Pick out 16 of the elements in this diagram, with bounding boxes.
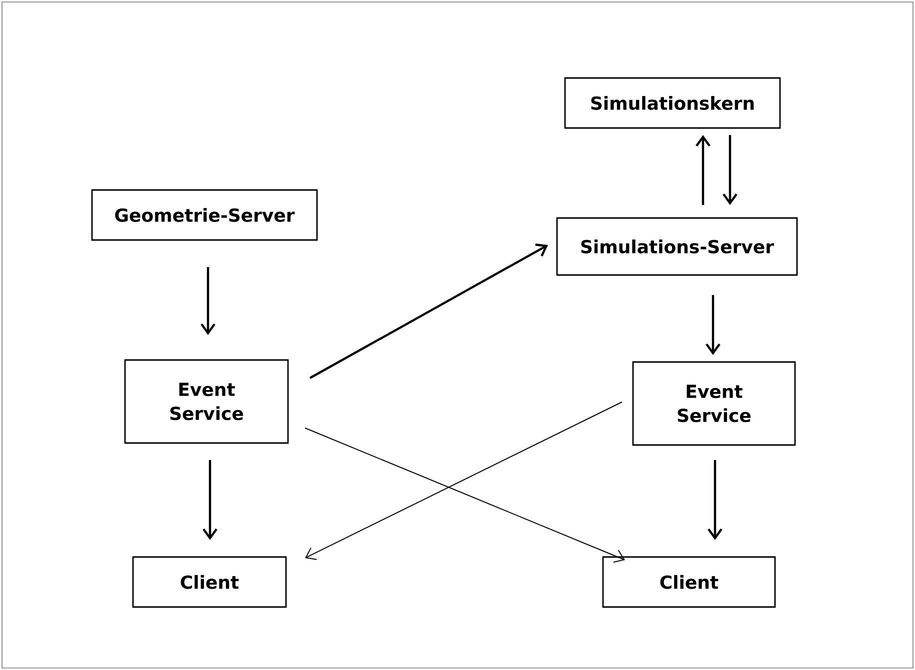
arrow — [305, 402, 622, 560]
process-box: Simulations-Server — [556, 217, 798, 276]
arrow — [706, 295, 720, 355]
process-box: Event Service — [124, 359, 289, 444]
arrow — [722, 135, 738, 205]
arrow — [696, 135, 710, 205]
process-box: Simulationskern — [564, 77, 781, 129]
process-box: Event Service — [632, 361, 796, 446]
arrow — [708, 460, 722, 540]
arrow — [309, 244, 548, 379]
process-box: Client — [602, 556, 776, 608]
arrow — [202, 460, 218, 540]
process-box: Geometrie-Server — [91, 189, 318, 241]
process-box: Client — [132, 556, 287, 608]
arrow — [304, 428, 625, 563]
arrow — [200, 267, 216, 335]
